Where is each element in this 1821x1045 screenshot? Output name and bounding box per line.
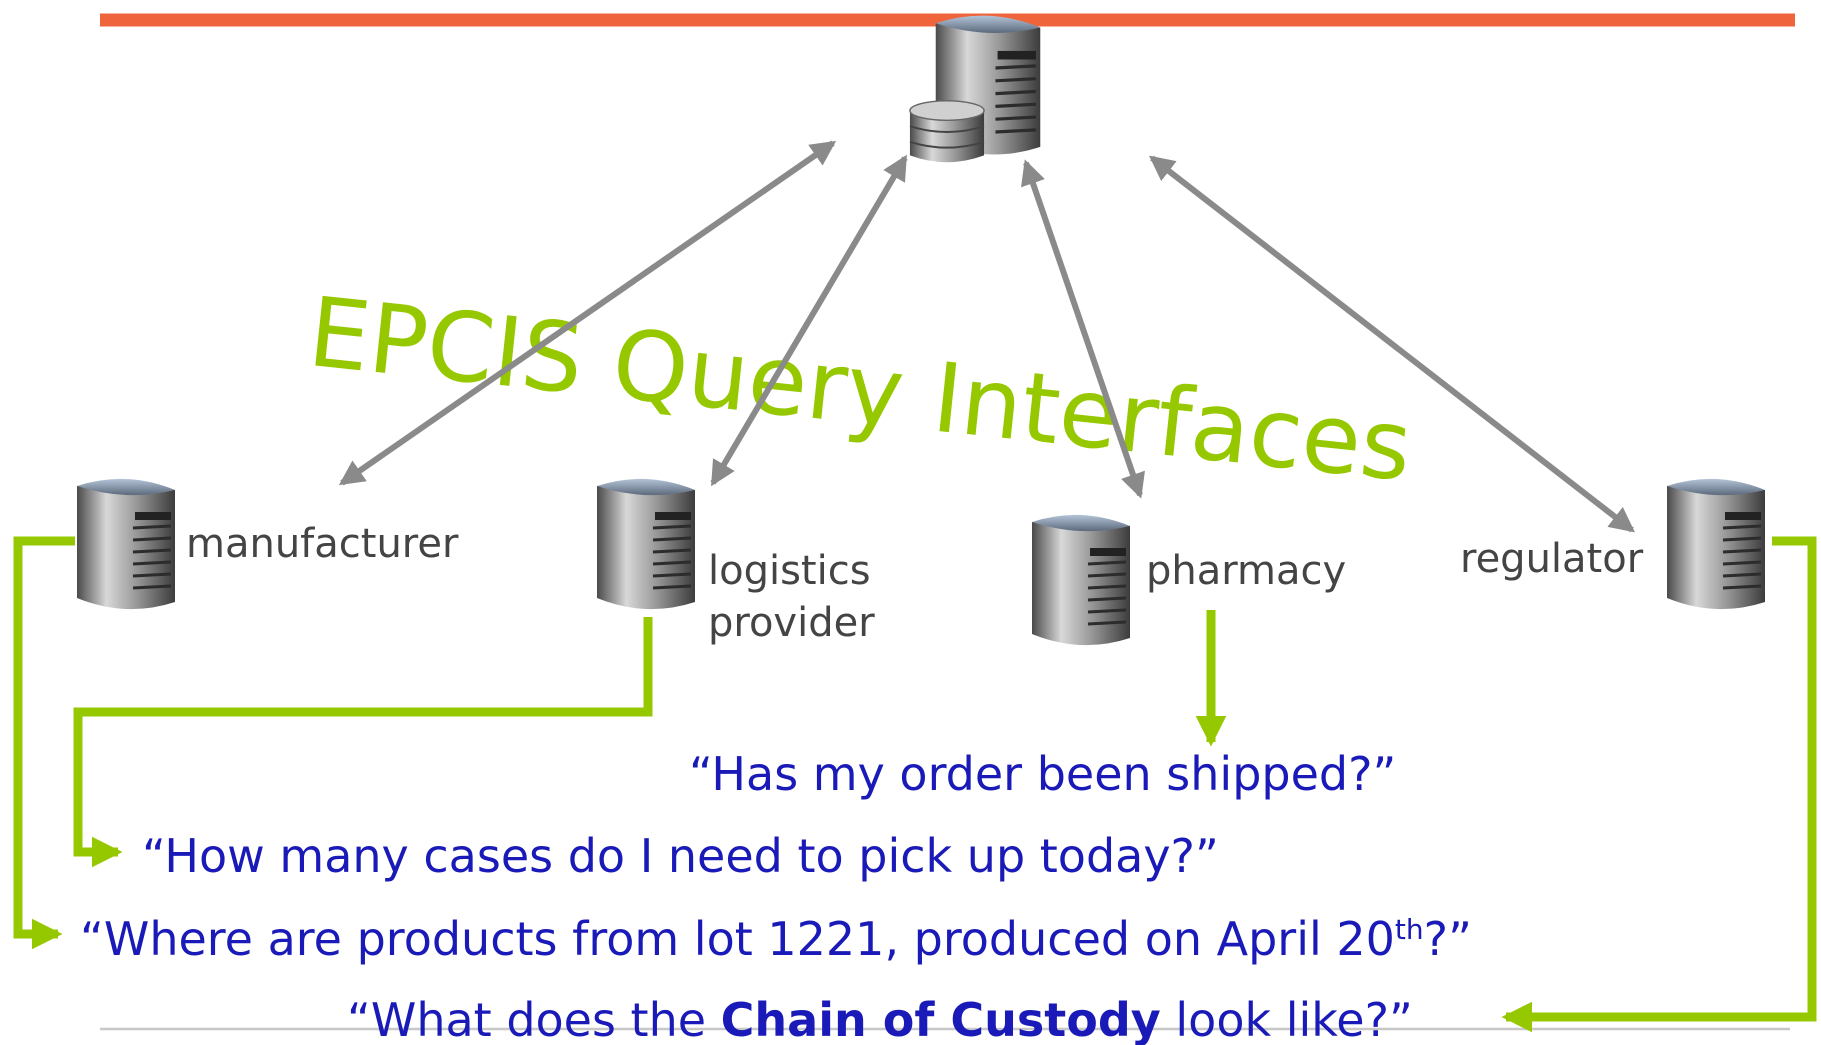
logistics-label-line1: logistics	[708, 548, 871, 594]
arrow-central-regulator	[1149, 155, 1635, 533]
connector-regulator	[1501, 536, 1817, 1033]
database-disk-icon	[908, 99, 986, 164]
pharmacy-label: pharmacy	[1146, 548, 1346, 594]
server-icon	[595, 477, 697, 611]
question-logistics: “How many cases do I need to pick up tod…	[142, 829, 1219, 883]
node-manufacturer: manufacturer	[75, 477, 459, 611]
server-icon	[1030, 513, 1132, 647]
question-manufacturer-close: ?”	[1424, 912, 1472, 966]
server-icon	[1665, 477, 1767, 611]
arrow-central-pharmacy	[1021, 159, 1145, 499]
central-epcis-repository	[908, 13, 1042, 164]
query-arrows	[338, 140, 1635, 533]
logistics-label-line2: provider	[708, 600, 875, 646]
question-manufacturer-text: “Where are products from lot 1221, produ…	[80, 912, 1395, 966]
question-regulator: “What does the Chain of Custody look lik…	[347, 993, 1413, 1045]
question-connectors	[13, 536, 1817, 1033]
diagram-title: EPCIS Query Interfaces	[304, 276, 1417, 503]
manufacturer-label: manufacturer	[186, 521, 459, 567]
question-manufacturer-superscript: th	[1395, 913, 1424, 946]
question-pharmacy: “Has my order been shipped?”	[689, 747, 1396, 801]
node-pharmacy: pharmacy	[1030, 513, 1346, 647]
node-logistics-provider: logistics provider	[595, 477, 875, 646]
question-regulator-bold: Chain of Custody	[721, 993, 1161, 1045]
arrow-central-logistics	[710, 154, 908, 487]
connector-logistics	[73, 617, 653, 868]
question-manufacturer: “Where are products from lot 1221, produ…	[80, 912, 1472, 966]
connector-manufacturer	[13, 536, 75, 950]
node-regulator: regulator	[1460, 477, 1767, 611]
server-icon	[75, 477, 177, 611]
regulator-label: regulator	[1460, 536, 1644, 582]
question-regulator-prefix: “What does the	[347, 993, 721, 1045]
question-regulator-suffix: look like?”	[1161, 993, 1413, 1045]
